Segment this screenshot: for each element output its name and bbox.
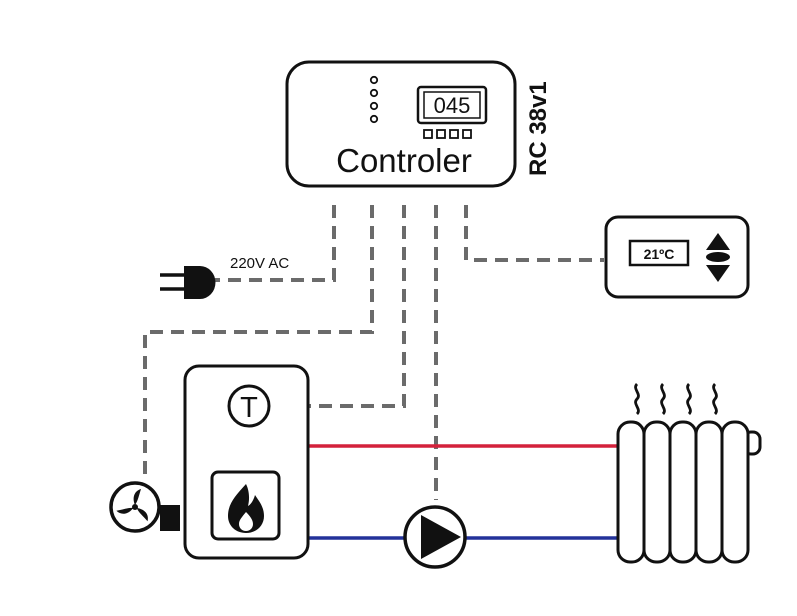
temperature-sensor-icon [227, 384, 271, 428]
controller-button-2 [436, 129, 446, 139]
pump-icon [403, 505, 467, 569]
sensor-wire [270, 205, 406, 408]
temperature-sensor-symbol: T [240, 392, 258, 424]
controller-led-indicators [369, 75, 379, 124]
controller-unit: 045 Controler RC 38v1 [285, 60, 552, 188]
fan-wire [143, 205, 374, 478]
boiler: T [183, 364, 310, 560]
controller-button-3 [449, 129, 459, 139]
controller-button-1 [423, 129, 433, 139]
controller-label: Controler [336, 142, 472, 179]
controller-button-4 [462, 129, 472, 139]
power-label: 220V AC [230, 255, 289, 272]
up-down-arrows-icon [706, 233, 730, 282]
thermostat-wire [464, 205, 604, 262]
power-wire [215, 205, 336, 282]
heat-waves-icon [634, 383, 718, 415]
signal-wires [143, 205, 604, 500]
room-thermostat: 21ºC [604, 215, 750, 299]
thermostat-temperature: 21ºC [644, 246, 675, 262]
controller-display-value: 045 [434, 93, 471, 118]
controller-display-screen [423, 91, 481, 119]
thermostat-display [628, 239, 690, 267]
flame-icon [228, 484, 264, 533]
fan-icon [109, 481, 180, 533]
plug-icon [160, 266, 216, 299]
controller-model-label: RC 38v1 [525, 81, 552, 176]
controller-buttons [423, 129, 472, 139]
radiator-icon [616, 420, 762, 564]
